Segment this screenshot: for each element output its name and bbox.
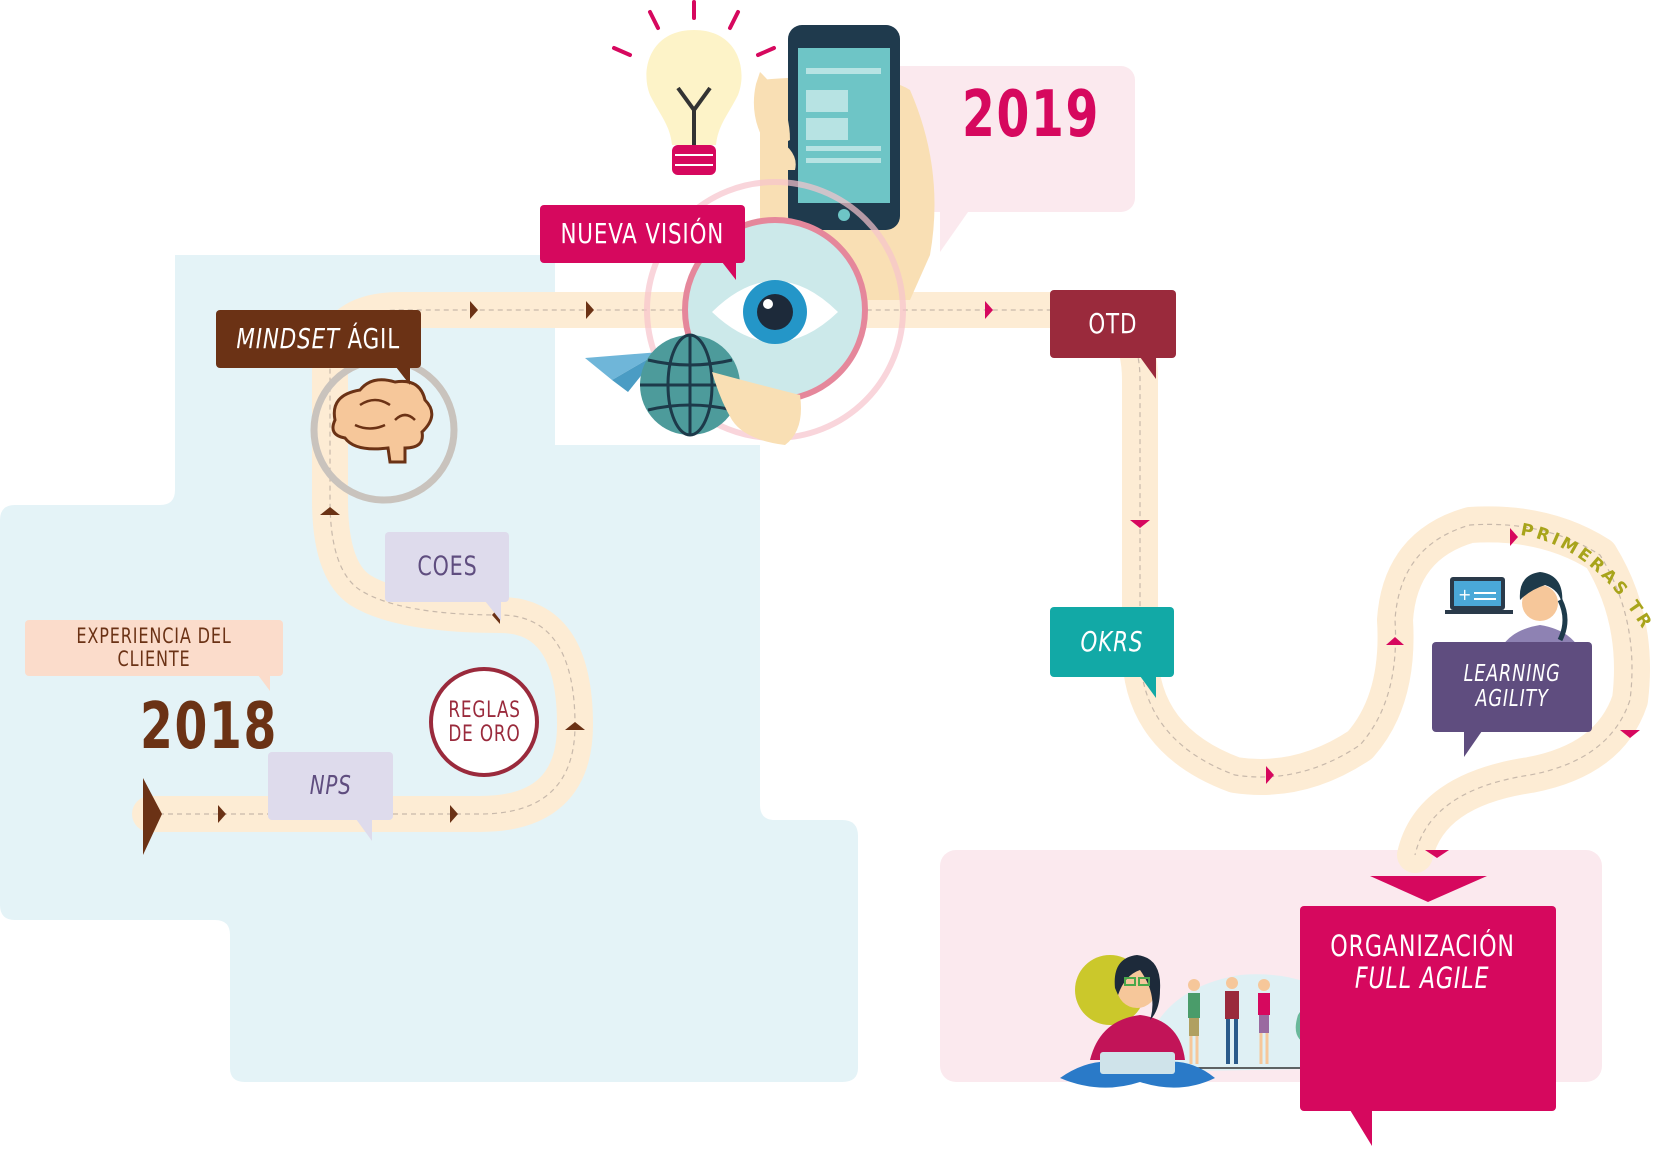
mindset-agil-bubble — [216, 310, 421, 368]
organizacion-full-agile-label: ORGANIZACIÓN FULL AGILE — [1330, 928, 1515, 995]
okrs-label: OKRS — [1080, 624, 1144, 658]
mindset-agil-label: MINDSET ÁGIL — [216, 310, 421, 368]
experiencia-cliente-bubble-tail — [258, 675, 270, 691]
reglas-de-oro-circle — [429, 667, 539, 777]
coes-bubble — [385, 532, 509, 602]
learning-agility-label: LEARNING AGILITY — [1463, 660, 1561, 712]
globe-icon — [640, 333, 801, 445]
experiencia-cliente-bubble — [25, 620, 283, 676]
year-2019-label: 2019 — [962, 78, 1100, 152]
nps-bubble — [268, 752, 393, 820]
pink-background-panel-2019 — [870, 66, 1135, 212]
organizacion-full-agile-bubble-tail — [1350, 1110, 1372, 1146]
coes-label: COES — [416, 551, 478, 583]
learning-agility-bubble — [1432, 642, 1592, 732]
organizacion-full-agile-bubble — [1300, 906, 1556, 1111]
mindset-agil-bubble-tail — [396, 367, 410, 385]
okrs-bubble — [1050, 607, 1174, 677]
lightbulb-icon — [612, 0, 776, 175]
nueva-vision-label: NUEVA VISIÓN — [560, 216, 725, 250]
year-2019-bubble-tail — [940, 212, 968, 252]
reglas-de-oro-label: REGLAS DE ORO — [448, 697, 521, 747]
year-2018-label: 2018 — [140, 690, 278, 764]
nueva-vision-bubble-tail — [722, 262, 736, 280]
otd-bubble-tail — [1140, 357, 1156, 379]
okrs-bubble-tail — [1140, 676, 1156, 698]
otd-label: OTD — [1088, 306, 1138, 340]
svg-text:+: + — [1458, 585, 1471, 604]
learning-agility-icon: + — [1445, 572, 1580, 650]
journey-path-dashed-line — [150, 309, 1633, 856]
learning-agility-bubble-tail — [1464, 731, 1482, 757]
otd-bubble — [1050, 290, 1176, 358]
coes-bubble-tail — [485, 601, 501, 621]
mindset-agil-label-italic: MINDSET — [236, 321, 341, 355]
mindset-agil-label-rest: ÁGIL — [340, 321, 401, 355]
organizacion-full-agile-label-italic: FULL AGILE — [1355, 960, 1490, 995]
experiencia-cliente-label: EXPERIENCIA DEL CLIENTE — [76, 623, 232, 671]
nps-label: NPS — [309, 770, 352, 801]
start-arrow-icon — [143, 778, 162, 855]
nps-bubble-tail — [356, 819, 372, 841]
nueva-vision-bubble — [540, 205, 745, 263]
woman-laptop-icon — [1060, 955, 1215, 1088]
